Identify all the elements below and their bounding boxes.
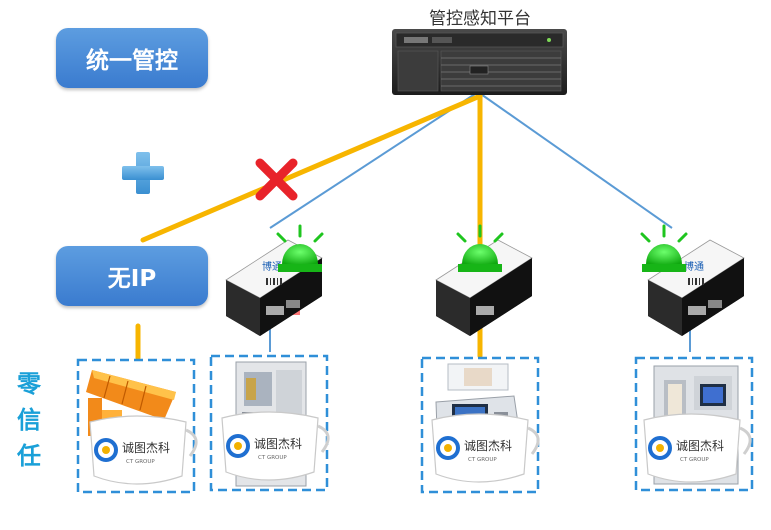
brand-mask-terminal-3: 诚图杰科 CT GROUP [643,413,752,483]
brand-name: 诚图杰科 [122,441,170,455]
zero-trust-label: 零 信 任 [12,366,46,474]
alarm-light-icon [276,224,324,272]
gateway-device-icon: 博通 [647,239,745,336]
blue-link-gateway-3 [477,91,673,229]
shield-logo-icon [648,436,672,460]
shield-logo-icon [226,434,250,458]
brand-sub: CT GROUP [258,455,287,461]
device-box-terminal-3 [634,356,754,492]
brand-mask-camera: 诚图杰科 CT GROUP [89,415,198,485]
brand-mask-terminal-1: 诚图杰科 CT GROUP [221,411,330,481]
zero-trust-char: 任 [17,442,41,470]
device-box-terminal-2 [420,356,540,494]
brand-sub: CT GROUP [680,457,709,463]
plus-icon [122,152,164,194]
yellow-link-lines [135,93,483,361]
brand-sub: CT GROUP [468,457,497,463]
shield-logo-icon [94,438,118,462]
unified-control-label: 统一管控 [56,28,208,88]
surveillance-camera-icon [86,370,176,436]
brand-name: 诚图杰科 [254,437,302,451]
no-ip-label: 无IP [56,246,208,306]
brand-mask-terminal-2: 诚图杰科 CT GROUP [431,413,540,483]
cross-icon [255,158,298,201]
alarm-light-icon [640,224,688,272]
shield-logo-icon [436,436,460,460]
yellow-link-no-ip [140,93,483,243]
platform-title: 管控感知平台 [429,9,531,29]
rack-server-icon [392,29,567,95]
gateway-label: 博通 [684,260,704,273]
zero-trust-char: 零 [17,370,41,398]
device-box-camera [76,358,196,494]
gateway-label: 博通 [262,260,282,273]
zero-trust-char: 信 [17,406,41,434]
blue-link-gateway-1 [269,91,479,229]
brand-sub: CT GROUP [126,459,155,465]
brand-name: 诚图杰科 [676,439,724,453]
brand-name: 诚图杰科 [464,439,512,453]
alarm-light-icon [456,224,504,272]
device-boxes [76,354,754,494]
device-box-terminal-1 [209,354,329,492]
